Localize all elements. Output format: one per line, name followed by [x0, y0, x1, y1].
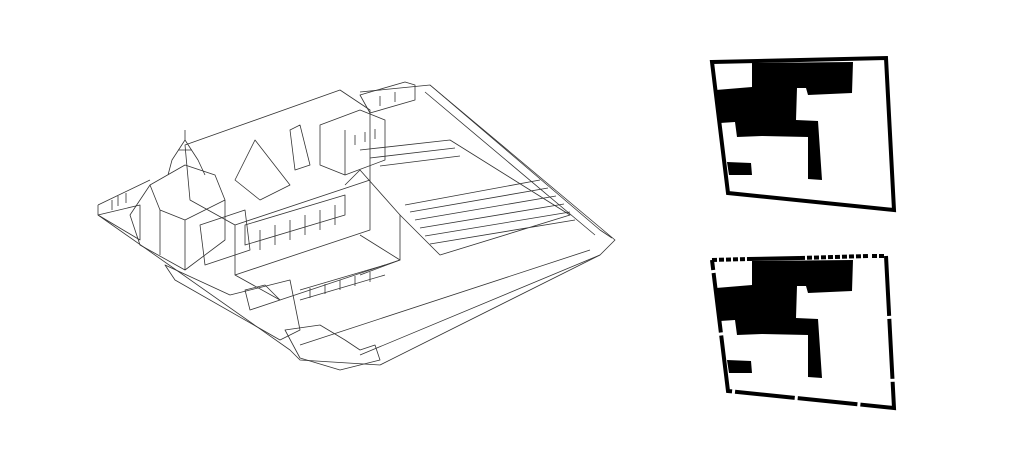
outer-wall [299, 84, 613, 356]
plan-before [709, 55, 897, 213]
site-boundary [97, 84, 616, 366]
left-wing [97, 179, 151, 241]
top-building [359, 81, 416, 114]
tower-house [319, 109, 386, 176]
plan-after [710, 254, 897, 411]
axonometric-view [97, 81, 616, 371]
built-mass [716, 62, 853, 180]
domed-church [129, 130, 226, 271]
amphitheater-steps [359, 139, 576, 256]
plan-outline [709, 55, 897, 213]
cloister-arcade [244, 194, 346, 250]
plan-outline-walls [710, 255, 897, 411]
plan-outline-dashed-top [711, 254, 886, 262]
built-mass [716, 260, 853, 378]
gable-roofs [199, 124, 401, 276]
lower-buildings [164, 264, 381, 371]
fence [299, 264, 386, 301]
main-block [184, 89, 371, 276]
